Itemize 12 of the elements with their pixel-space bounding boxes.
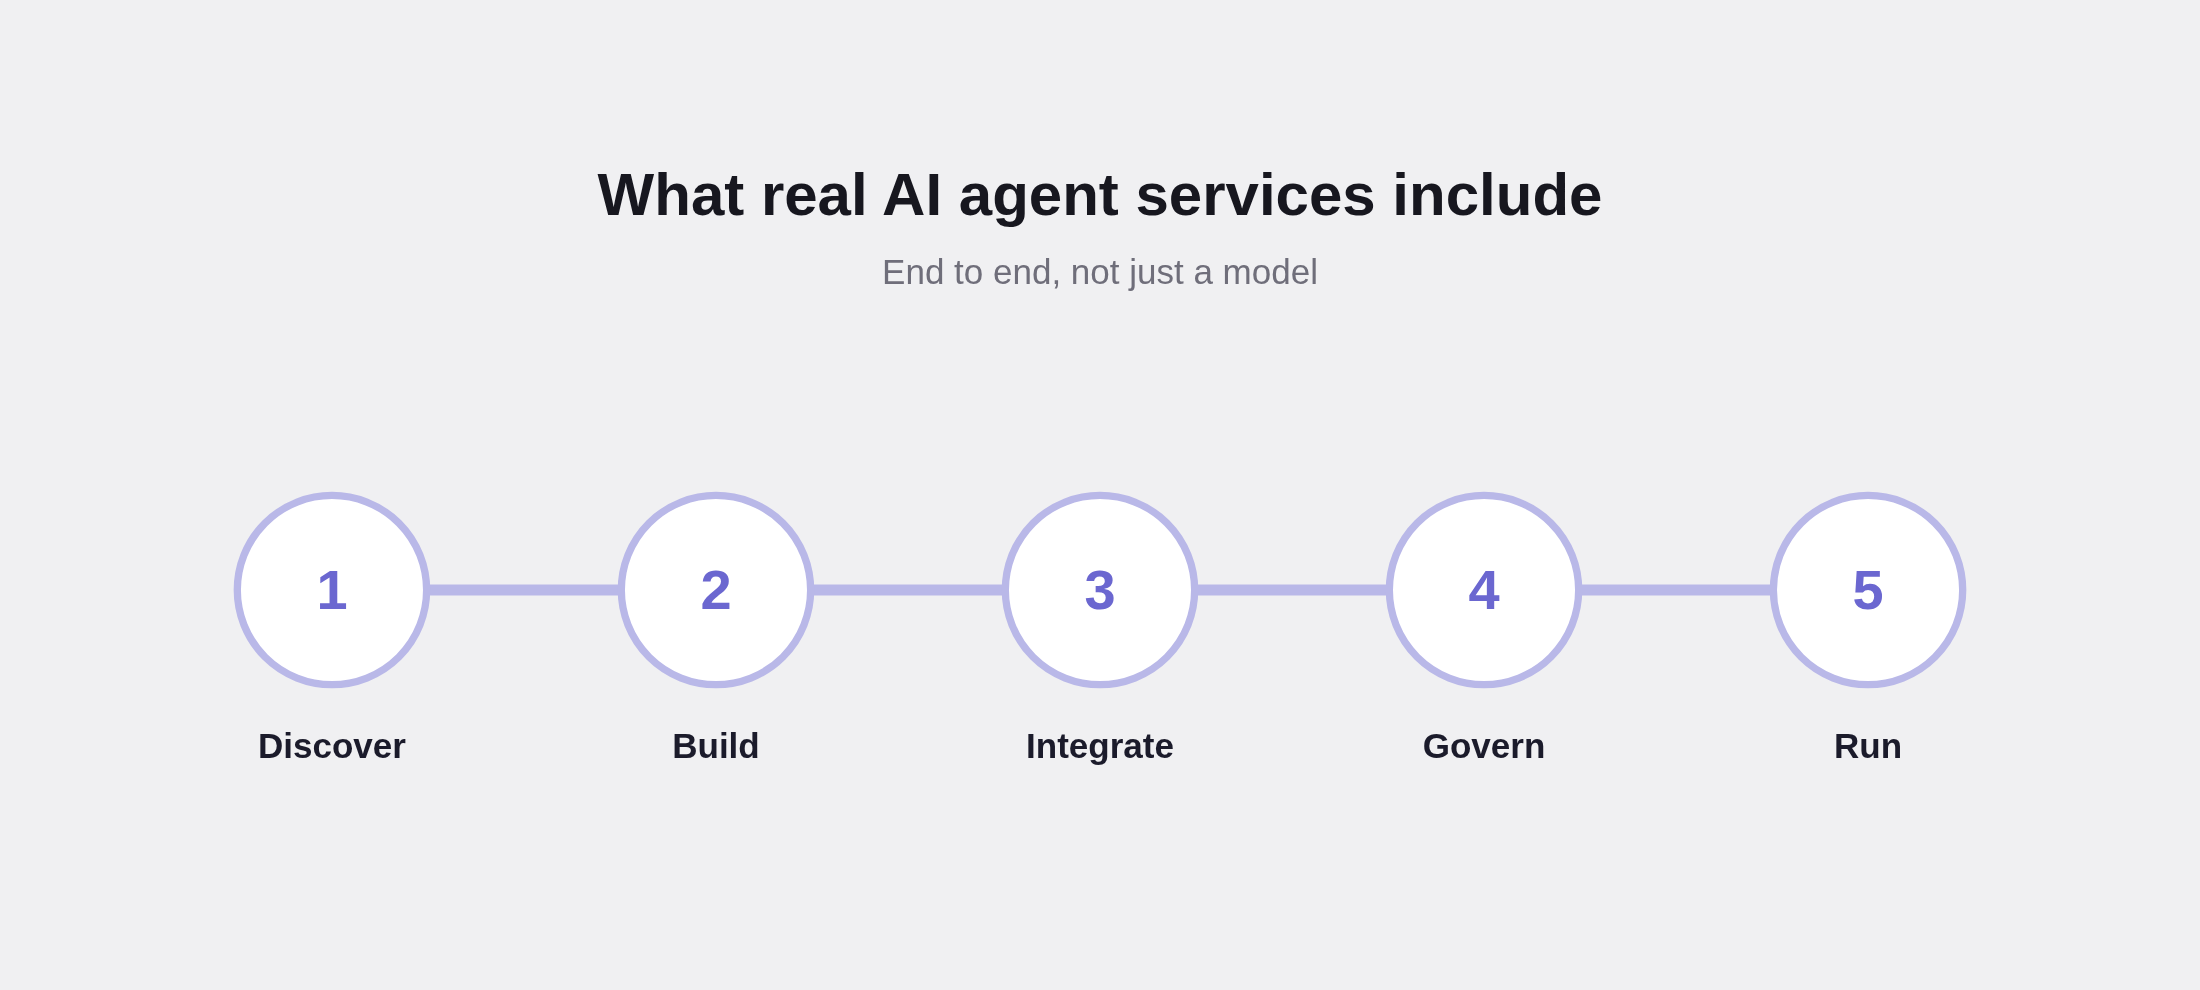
node-circle: 5 bbox=[1769, 491, 1967, 689]
step-label: Govern bbox=[1422, 725, 1546, 765]
step-label: Discover bbox=[257, 725, 406, 765]
node-circle: 4 bbox=[1385, 491, 1583, 689]
node-circle: 1 bbox=[233, 491, 431, 689]
step-label: Run bbox=[1834, 725, 1903, 765]
node-circle: 2 bbox=[617, 491, 815, 689]
title: What real AI agent services include bbox=[597, 160, 1603, 229]
step-label: Integrate bbox=[1026, 725, 1174, 765]
step-label: Build bbox=[672, 725, 760, 765]
subtitle: End to end, not just a model bbox=[882, 252, 1318, 292]
node-circle: 3 bbox=[1001, 491, 1199, 689]
